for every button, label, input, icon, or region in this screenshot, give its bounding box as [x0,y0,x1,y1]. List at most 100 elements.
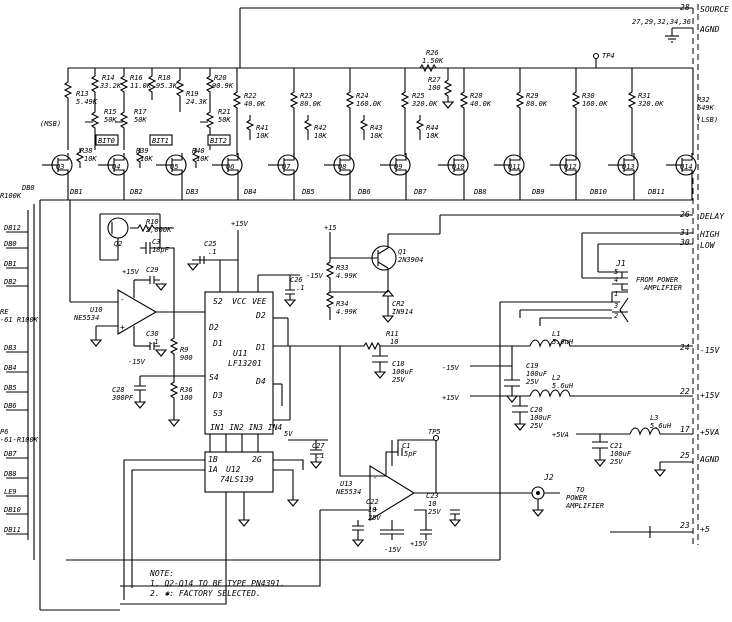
r22-value: 40.0K [244,100,266,108]
r23-ref: R23 [300,92,313,100]
pin-24-number: 24 [680,343,690,352]
note-line-2: 2. ✱: FACTORY SELECTED. [150,589,261,598]
pin-28-label: SOURCE [700,5,729,14]
u10-minus15-label: -15V [128,358,146,366]
pin-25-label: AGND [699,455,719,464]
db0-label: DB0 [21,184,35,192]
fet-q5-ref: Q5 [170,163,178,171]
ladder-resistor-labels: R13 5.49K R14 33.2K R15 50K R16 11.0K R1… [76,49,715,163]
db12-bus-label: DB12 [3,224,21,232]
fet-q11-ref: Q11 [508,163,521,171]
ladder-resistors [63,63,694,168]
r19-value: 24.3K [186,98,208,106]
j2-connector [530,486,560,517]
db8-bus-label: DB8 [3,470,17,478]
r14-ref: R14 [102,74,115,82]
bit-marks [95,134,231,146]
svg-text:S2: S2 [213,297,223,306]
svg-text:D4: D4 [255,377,266,386]
c21-ref: C21 [610,442,623,450]
c22-ref: C22 [366,498,379,506]
r39-value: 10K [140,155,153,163]
c3-value: 18pF [152,246,170,254]
u10-feedback-network [133,312,205,427]
r32-ref: R32 [697,96,710,104]
u12-ref: U12 [226,465,241,474]
db1-label: DB1 [69,188,83,196]
r40-ref: R40 [192,147,205,155]
r24-ref: R24 [356,92,369,100]
r29-value: 80.0K [526,100,548,108]
u13-opamp: - + [120,346,530,587]
j2-text-3: AMPLIFIER [565,502,604,510]
c1-ref: C1 [402,442,410,450]
r11-value: 10 [390,338,398,346]
db2-bus-label: DB2 [3,278,17,286]
svg-text:S4: S4 [209,373,219,382]
l1-ref: L1 [552,330,560,338]
r17-value: 50K [134,116,147,124]
j2-ref: J2 [543,473,554,482]
fet-q7: Q7 [268,153,299,200]
q2-ref: Q2 [114,240,122,248]
u12-type: 74LS139 [220,475,254,484]
r10-resistor [130,223,175,312]
c20-value: 100uF [530,414,552,422]
fet-q14-ref: Q14 [680,163,693,171]
ladder-bottom-bus [39,199,693,610]
r36-value: 100 [180,394,193,402]
r44-ref: R44 [426,124,439,132]
cr2-ref: CR2 [392,300,405,308]
db1-bus-label: DB1 [3,260,17,268]
r34-ref: R34 [336,300,349,308]
u11-minus15-label: -15V [306,272,324,280]
db10-bus-label: DB10 [3,506,21,514]
j2-text-2: POWER [566,494,587,502]
le9-bus-label: LE9 [4,488,17,496]
tp5-label: TP5 [428,428,441,436]
r31-ref: R31 [638,92,651,100]
r27-ref: R27 [428,76,441,84]
r44-value: 10K [426,132,439,140]
r21-ref: R21 [218,108,231,116]
svg-text:3: 3 [613,302,618,310]
db7-bus-label: DB7 [3,450,17,458]
pin-30-number: 30 [679,238,690,247]
fet-q12: Q12 [550,153,581,200]
r42-ref: R42 [314,124,327,132]
svg-text:1: 1 [614,290,618,298]
c18-value: 100uF [392,368,414,376]
svg-text:4: 4 [614,276,618,284]
j1-text-1: FROM POWER [636,276,678,284]
pin-agnd-numbers: 27,29,32,34,36 [632,18,691,26]
r29-ref: R29 [526,92,539,100]
r26-value: 1.50K [422,57,444,65]
l2-value: 5.6uH [552,382,574,390]
svg-text:-: - [373,473,378,482]
c22-value: 10 [368,506,376,514]
u10-opamp: - + [69,200,205,347]
ladder-top-bus [68,52,693,69]
c22-volt: 25V [368,514,381,522]
r15-value: 50K [104,116,117,124]
pin-25-number: 25 [680,451,690,460]
r22-ref: R22 [244,92,257,100]
fet-q13: Q13 [608,153,639,200]
c30-ref: C30 [146,330,159,338]
r30-value: 160.0K [582,100,608,108]
fet-q8: Q8 [324,153,355,200]
svg-text:D1: D1 [212,339,223,348]
c28-ref: C28 [112,386,125,394]
r10-ref: R10 [146,218,159,226]
q1-transistor [330,214,640,280]
svg-text:1A: 1A [208,465,218,474]
db7-label: DB7 [413,188,427,196]
u10-supplies [133,276,168,357]
db9-label: DB9 [531,188,545,196]
r28-value: 40.0K [470,100,492,108]
c26-value: .1 [296,284,304,292]
q1-type: 2N3904 [398,256,423,264]
r34-value: 4.99K [336,308,358,316]
c29-ref: C29 [146,266,159,274]
